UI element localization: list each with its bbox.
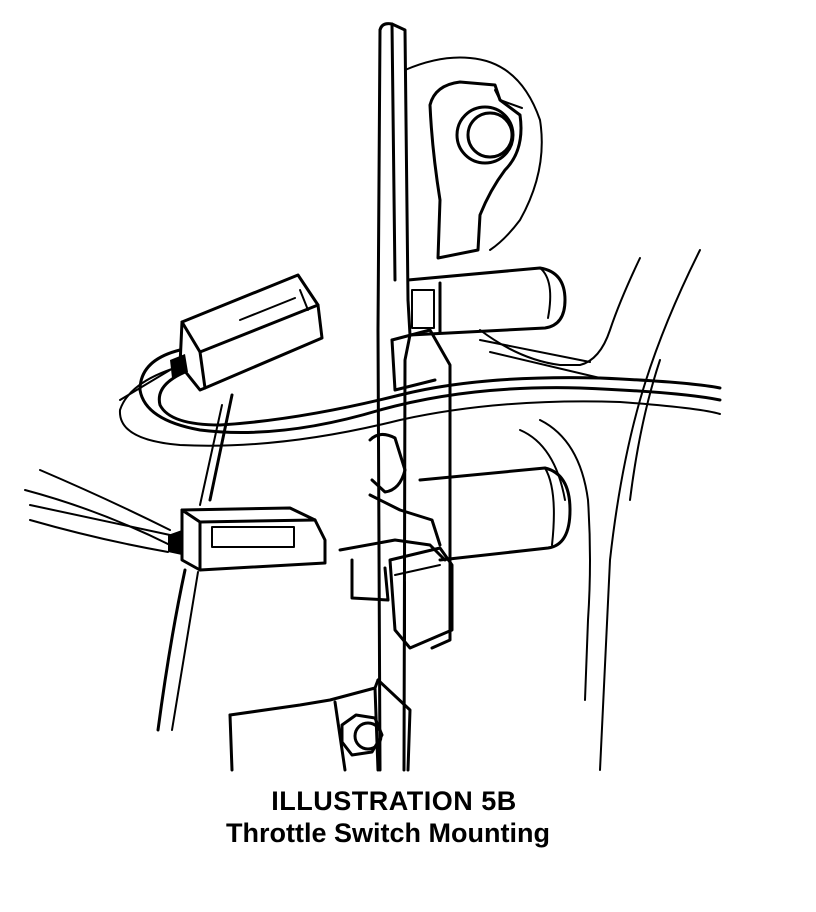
upper-cylinder: [406, 266, 567, 337]
throttle-switch-diagram: [24, 22, 722, 772]
lower-connector: [168, 506, 327, 572]
illustration-subtitle: Throttle Switch Mounting: [226, 818, 550, 848]
lower-cylinder: [418, 466, 572, 562]
lower-cables: [24, 469, 171, 553]
throttle-lever: [404, 56, 543, 260]
mounting-plate: [376, 22, 412, 772]
support-rod: [156, 393, 234, 732]
throttle-switch-lower: [338, 328, 454, 650]
illustration-title: ILLUSTRATION 5B: [271, 786, 517, 816]
background-frame: [479, 249, 701, 771]
lower-bracket: [228, 678, 412, 772]
upper-connector: [170, 273, 324, 392]
wire-harness: [118, 348, 722, 447]
